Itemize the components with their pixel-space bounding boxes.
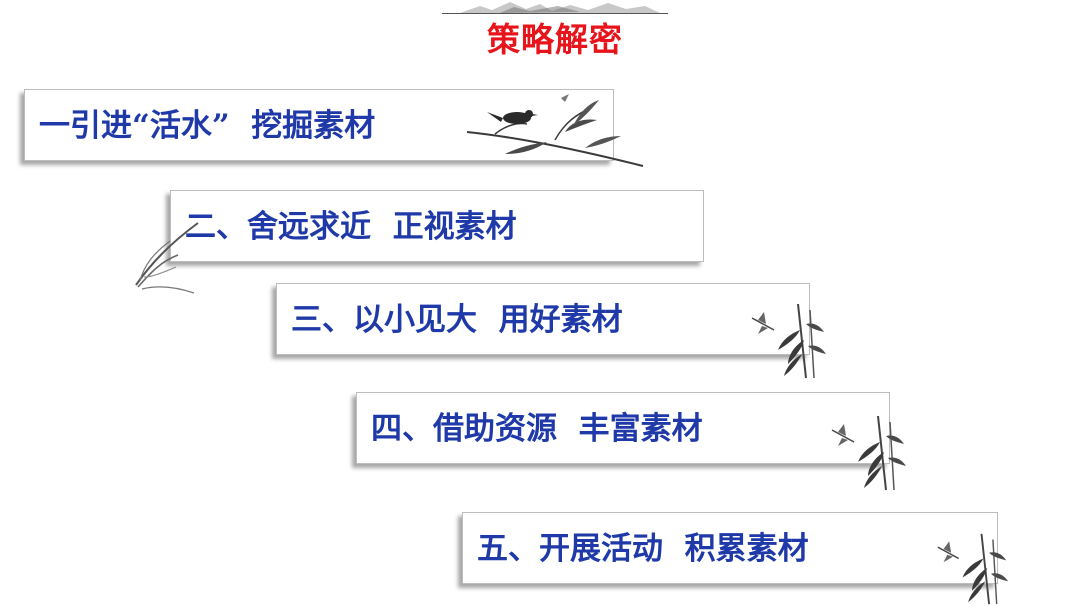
strategy-card-3[interactable]: 三、以小见大 用好素材 bbox=[276, 283, 810, 355]
strategy-card-1[interactable]: 一引进“活水” 挖掘素材 bbox=[24, 89, 614, 161]
title-underline bbox=[442, 13, 668, 14]
dragonfly-bamboo-icon bbox=[751, 303, 826, 379]
dragonfly-bamboo-icon bbox=[831, 415, 906, 491]
strategy-card-label: 五、开展活动 积累素材 bbox=[477, 531, 809, 567]
ink-mountain-icon bbox=[460, 2, 660, 13]
strategy-card-4[interactable]: 四、借助资源 丰富素材 bbox=[356, 392, 890, 464]
bird-on-branch-icon bbox=[466, 94, 644, 167]
strategy-card-label: 一引进“活水” 挖掘素材 bbox=[39, 108, 376, 144]
strategy-card-2[interactable]: 二、舍远求近 正视素材 bbox=[170, 190, 704, 262]
page-title: 策略解密 bbox=[487, 20, 623, 59]
dragonfly-bamboo-icon bbox=[937, 533, 1009, 605]
title-area: 策略解密 bbox=[440, 0, 670, 64]
strategy-card-label: 二、舍远求近 正视素材 bbox=[185, 209, 517, 245]
orchid-leaves-icon bbox=[135, 222, 199, 294]
strategy-card-label: 四、借助资源 丰富素材 bbox=[371, 411, 703, 447]
strategy-card-label: 三、以小见大 用好素材 bbox=[291, 302, 623, 338]
strategy-card-5[interactable]: 五、开展活动 积累素材 bbox=[462, 512, 998, 584]
